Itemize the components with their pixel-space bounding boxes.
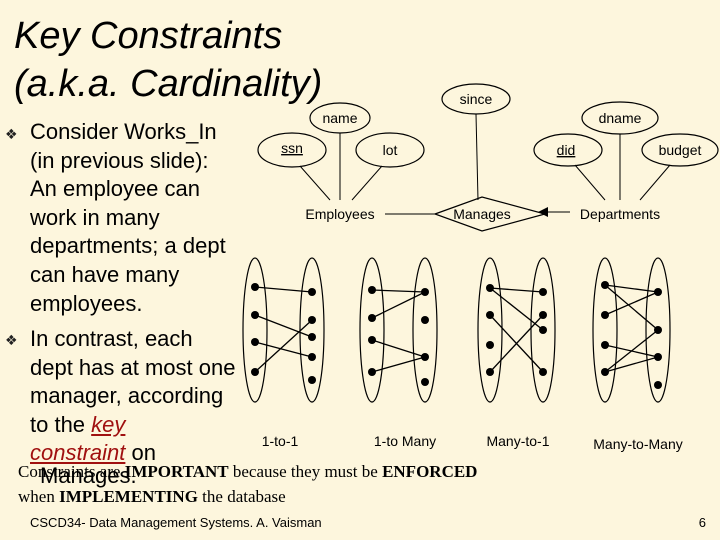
bullet-1: Consider Works_In (in previous slide): A… [30, 119, 226, 316]
attr-ssn: ssn [281, 140, 303, 156]
bullet-2: In contrast, each dept has at most one m… [30, 325, 235, 488]
attr-did: did [557, 142, 576, 158]
entity-employees: Employees [305, 206, 374, 222]
mapping-dot [308, 353, 316, 361]
attr-since: since [460, 91, 493, 107]
attr-ssn-oval [257, 132, 327, 168]
mapping-dot [486, 341, 494, 349]
mapping-dot [308, 288, 316, 296]
mapping-3-right-oval [530, 257, 556, 403]
mapping-dot [308, 376, 316, 384]
mapping-1-right-oval [299, 257, 325, 403]
attr-lot-oval [355, 132, 425, 168]
mapping-3-left-oval [477, 257, 503, 403]
mapping-dot [654, 326, 662, 334]
mapping-dot [251, 283, 259, 291]
mapping-dot [368, 314, 376, 322]
mapping-dot [486, 284, 494, 292]
mapping-dot [601, 281, 609, 289]
overlay-note-line-2: when IMPLEMENTING the database [18, 487, 286, 506]
mapping-4-right-oval [645, 257, 671, 403]
mapping-2-right-oval [412, 257, 438, 403]
mapping-dot [251, 338, 259, 346]
mapping-dot [539, 326, 547, 334]
mapping-dot [421, 316, 429, 324]
mapping-dot [421, 288, 429, 296]
mapping-dot [601, 311, 609, 319]
attr-name: name [322, 110, 357, 126]
relationship-manages: Manages [453, 206, 511, 222]
attr-lot: lot [383, 142, 398, 158]
title-line-2: (a.k.a. Cardinality) [14, 63, 323, 105]
mapping-dot [654, 353, 662, 361]
mapping-dot [654, 381, 662, 389]
mapping-dot [539, 288, 547, 296]
mapping-dot [601, 341, 609, 349]
keyword-key: key [91, 411, 126, 437]
mapping-4-left-oval [592, 257, 618, 403]
mapping-label-many-to-1: Many-to-1 [486, 433, 549, 449]
title-line-1: Key Constraints [14, 15, 283, 57]
mapping-dot [251, 368, 259, 376]
footer-text: CSCD34- Data Management Systems. A. Vais… [30, 515, 322, 530]
keyword-constraint: constraint [30, 440, 126, 466]
mapping-dot [368, 368, 376, 376]
slide-title: Key Constraints (a.k.a. Cardinality) [14, 12, 322, 108]
mapping-dot [486, 311, 494, 319]
mapping-dot [421, 353, 429, 361]
mapping-dot [539, 368, 547, 376]
mapping-label-1-to-many: 1-to Many [374, 433, 436, 449]
entity-departments: Departments [580, 206, 660, 222]
page-number: 6 [698, 515, 706, 530]
mapping-label-many-to-many: Many-to-Many [593, 436, 682, 452]
bullet-marker-icon: ❖ [5, 333, 18, 349]
attr-dname: dname [599, 110, 642, 126]
mapping-dot [601, 368, 609, 376]
mapping-dot [654, 288, 662, 296]
overlay-note-line-1: Constraints are IMPORTANT because they m… [18, 462, 478, 481]
mapping-dot [368, 336, 376, 344]
mapping-dot [539, 311, 547, 319]
bullet-marker-icon: ❖ [5, 127, 18, 143]
mapping-dot [486, 368, 494, 376]
mapping-dot [308, 333, 316, 341]
attr-did-oval [533, 133, 603, 167]
mapping-dot [368, 286, 376, 294]
attr-budget: budget [659, 142, 702, 158]
mapping-dot [251, 311, 259, 319]
mapping-1-left-oval [242, 257, 268, 403]
mapping-2-left-oval [359, 257, 385, 403]
mapping-dot [308, 316, 316, 324]
mapping-dot [421, 378, 429, 386]
bullet-2-trailing: Manages. [40, 463, 137, 488]
key-constraint-arrow-icon [538, 207, 548, 217]
attr-budget-oval [641, 133, 719, 167]
mapping-label-1-to-1: 1-to-1 [262, 433, 299, 449]
